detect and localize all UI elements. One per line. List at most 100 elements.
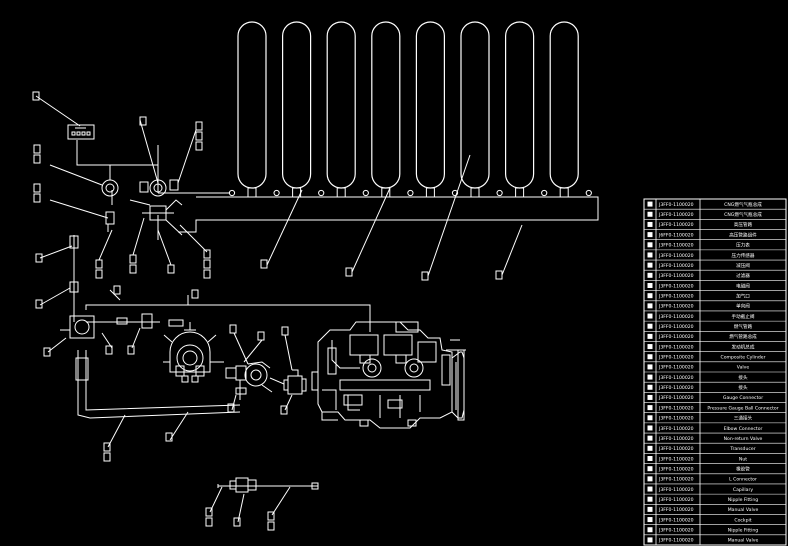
bom-part-code: J3FF0-1100020 xyxy=(658,334,694,340)
bom-row-marker xyxy=(647,506,653,512)
bom-part-description: 减压阀 xyxy=(736,262,750,269)
bom-part-description: 加气口 xyxy=(736,292,750,299)
bom-part-description: CNG燃气气瓶总成 xyxy=(724,201,762,208)
bom-row-marker xyxy=(647,262,653,268)
engine-flywheel xyxy=(446,349,466,421)
bom-part-code: J3FF0-1100020 xyxy=(658,426,694,432)
bom-row-marker xyxy=(647,445,653,451)
cylinder-leaders xyxy=(266,154,523,277)
bom-part-code: J3FF0-1100020 xyxy=(658,222,694,228)
bom-part-code: J3FF0-1100020 xyxy=(658,375,694,381)
bom-row-marker xyxy=(647,435,653,441)
gauge-valve-cluster xyxy=(101,179,183,236)
bom-part-description: 橡胶管 xyxy=(736,465,750,472)
cylinder-valve xyxy=(425,187,435,198)
bom-part-description: 高压管路组件 xyxy=(729,231,757,238)
bom-part-code: J3FF0-1100020 xyxy=(658,273,694,279)
bom-part-description: Nipple Fitting xyxy=(728,528,758,534)
bom-row-marker xyxy=(647,272,653,278)
bom-part-description: Nut xyxy=(739,456,747,462)
bom-part-code: J3FF0-1100020 xyxy=(658,416,694,422)
bom-row-marker xyxy=(647,517,653,523)
bom-part-code: J3FF0-1100020 xyxy=(658,517,694,523)
bom-part-code: J3FF0-1100020 xyxy=(658,456,694,462)
bom-part-description: L Connector xyxy=(729,477,757,483)
bom-row-marker xyxy=(647,354,653,360)
bom-part-description: Manual Valve xyxy=(728,538,759,544)
bom-part-code: J3FF0-1100020 xyxy=(658,304,694,310)
manifold-fitting xyxy=(362,189,369,197)
bom-part-code: J3FF0-1100020 xyxy=(658,497,694,503)
filler-line xyxy=(35,235,79,309)
leaders-upper xyxy=(98,217,208,266)
gas-cylinder xyxy=(460,21,490,189)
manifold-fitting xyxy=(318,189,325,197)
pressure-gauge-panel xyxy=(32,91,95,140)
bom-part-description: 手动截止阀 xyxy=(732,313,755,320)
bom-part-description: 发动机总成 xyxy=(732,343,755,350)
bom-part-description: Non-return Valve xyxy=(724,436,763,442)
bom-part-description: Pressure Gauge Ball Connector xyxy=(707,405,778,411)
bom-row-marker xyxy=(647,384,653,390)
gas-cylinder xyxy=(326,21,356,189)
bom-part-description: Gauge Connector xyxy=(723,395,763,401)
cylinder-callouts xyxy=(260,259,503,281)
bom-part-code: J3FF0-1100020 xyxy=(658,283,694,289)
bom-part-code: J3FF0-1100020 xyxy=(658,436,694,442)
gas-cylinder xyxy=(282,21,312,189)
manifold-fitting xyxy=(228,189,236,197)
bom-part-code: J3FF0-1100020 xyxy=(658,202,694,208)
manifold-fitting xyxy=(407,189,414,197)
pressure-regulator xyxy=(163,322,224,383)
manifold-fitting xyxy=(496,189,503,197)
bom-row-marker xyxy=(647,242,653,248)
bom-part-code: J3FF0-1100020 xyxy=(658,293,694,299)
bom-row-marker xyxy=(647,527,653,533)
cylinder-valve xyxy=(336,187,346,198)
bom-part-code: J3FF0-1100020 xyxy=(658,385,694,391)
bom-row-marker xyxy=(647,293,653,299)
bom-row-marker xyxy=(647,303,653,309)
bom-row-marker xyxy=(647,221,653,227)
bom-row-marker xyxy=(647,476,653,482)
bom-row-marker xyxy=(647,344,653,350)
bom-row-marker xyxy=(647,313,653,319)
cylinder-valve xyxy=(559,187,569,198)
cylinder-valve xyxy=(470,187,480,198)
manifold-fitting xyxy=(451,189,459,197)
bom-part-description: Nipple Fitting xyxy=(728,497,758,503)
bom-row-marker xyxy=(647,537,653,543)
return-pipes xyxy=(75,350,241,462)
bom-part-code: J3FF0-1100020 xyxy=(658,395,694,401)
bom-part-description: 燃气管路 xyxy=(734,323,753,330)
bom-part-code: J3FF0-1100020 xyxy=(658,466,694,472)
bom-part-description: 高压管路 xyxy=(734,221,753,228)
bom-part-code: J3FF0-1100020 xyxy=(658,477,694,483)
gas-cylinder-bank xyxy=(237,21,579,189)
bom-part-description: 燃气管路总成 xyxy=(729,333,757,340)
bom-row-marker xyxy=(647,496,653,502)
bom-part-description: Transducer xyxy=(729,446,755,452)
bom-row-marker xyxy=(647,232,653,238)
bom-row-marker xyxy=(647,486,653,492)
bom-part-description: 压力传感器 xyxy=(732,252,755,259)
cylinder-valve xyxy=(515,187,525,198)
gas-cylinder xyxy=(549,21,579,189)
bom-part-code: J3FF0-1100020 xyxy=(658,405,694,411)
gas-cylinder xyxy=(415,21,445,189)
bom-part-description: Composite Cylinder xyxy=(721,355,766,361)
bom-part-description: CNG燃气气瓶总成 xyxy=(724,211,762,218)
bom-part-code: J6FF0-1100020 xyxy=(658,232,694,238)
bom-part-code: J3FF0-1100020 xyxy=(658,528,694,534)
bom-part-code: J3FF0-1100020 xyxy=(658,314,694,320)
bom-part-description: Elbow Connector xyxy=(724,426,763,432)
gas-cylinder xyxy=(505,21,535,189)
bom-part-description: 接头 xyxy=(738,374,748,381)
bom-row-marker xyxy=(647,364,653,370)
bom-part-code: J3FF0-1100020 xyxy=(658,253,694,259)
bom-row-marker xyxy=(647,211,653,217)
bom-part-description: Manual Valve xyxy=(728,507,759,513)
bom-row-marker xyxy=(647,201,653,207)
